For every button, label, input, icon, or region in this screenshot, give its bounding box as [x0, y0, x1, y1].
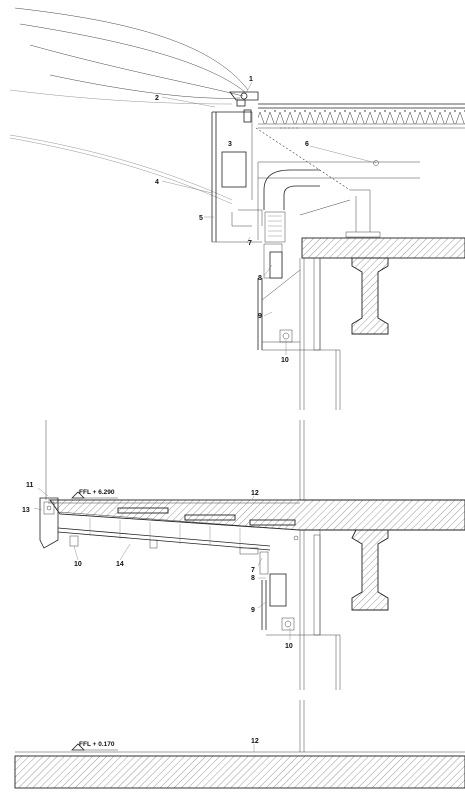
roof-bracing	[255, 127, 381, 238]
canopy-soffit	[57, 511, 301, 555]
callout-3: 3	[228, 141, 232, 148]
callout-13: 13	[22, 507, 30, 514]
upper-wall-frame	[211, 111, 263, 243]
callout-11: 11	[26, 482, 34, 489]
callout-6: 6	[305, 141, 309, 148]
middle-curtain-wall	[259, 530, 341, 690]
callout-9-upper: 9	[258, 313, 262, 320]
callout-4: 4	[155, 179, 159, 186]
roof-deck-truss	[258, 103, 465, 129]
level-marker-lower: FFL + 0.170	[71, 741, 118, 751]
callout-14: 14	[116, 561, 124, 568]
callout-7-middle: 7	[251, 567, 255, 574]
callout-10-middle: 10	[285, 643, 293, 650]
level-label-upper: FFL + 6.290	[79, 489, 115, 496]
callout-10-canopy: 10	[74, 561, 82, 568]
callout-5: 5	[199, 215, 203, 222]
level-marker-upper: FFL + 6.290	[71, 489, 118, 499]
roof-edge-clamp	[229, 91, 259, 123]
canopy-edge-detail	[39, 497, 79, 549]
ground-floor-slab	[14, 751, 465, 789]
lower-wall-lines	[299, 700, 305, 752]
duct-elbow	[257, 160, 420, 243]
leader-lines	[33, 81, 377, 752]
callout-8-upper: 8	[258, 275, 262, 282]
callout-10-upper: 10	[281, 357, 289, 364]
callout-9-middle: 9	[251, 607, 255, 614]
upper-floor-slab	[301, 237, 465, 335]
callout-labels: 1 2 3 4 5 6 7 8 9 10 11 12 13 10 14 7 8 …	[22, 76, 309, 745]
roof-membrane-curves	[9, 7, 249, 205]
middle-floor-slab	[48, 499, 465, 611]
callout-12-middle: 12	[251, 490, 259, 497]
callout-1: 1	[249, 76, 253, 83]
callout-7-upper: 7	[248, 240, 252, 247]
callout-8-middle: 8	[251, 575, 255, 582]
level-label-lower: FFL + 0.170	[79, 741, 115, 748]
callout-2: 2	[155, 95, 159, 102]
middle-vertical-line	[45, 420, 305, 500]
callout-12-lower: 12	[251, 738, 259, 745]
upper-curtain-wall	[257, 243, 341, 410]
